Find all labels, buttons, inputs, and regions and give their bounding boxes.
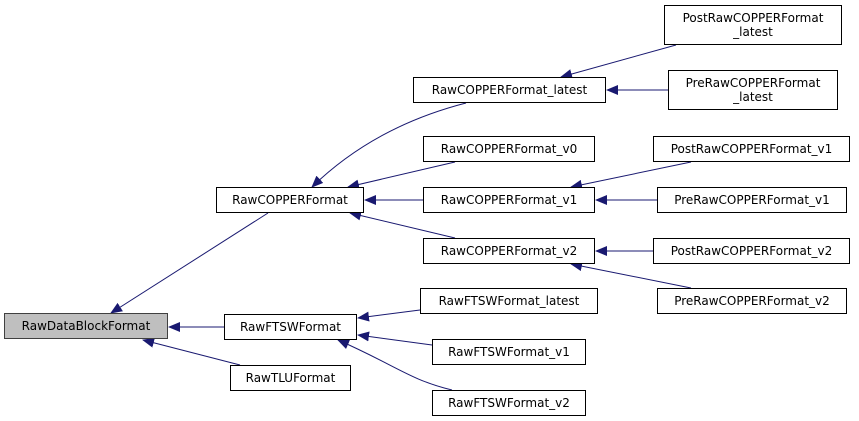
node-raw-tlu-format[interactable]: RawTLUFormat [230,365,351,391]
edge-postlatest-rcflatest [560,44,677,79]
edge-rcf-rdbf [110,212,269,314]
node-raw-data-block-format[interactable]: RawDataBlockFormat [4,313,168,339]
node-raw-copper-format-v0[interactable]: RawCOPPERFormat_v0 [423,136,595,162]
edge-rcflatest-rcf [311,102,467,188]
node-raw-ftsw-format-latest[interactable]: RawFTSWFormat_latest [420,288,598,314]
edge-prev2-rcfv2 [570,261,692,289]
edge-rcfv2-rcf [349,210,456,239]
node-post-raw-copper-format-latest[interactable]: PostRawCOPPERFormat _latest [664,5,842,45]
node-raw-ftsw-format-v1[interactable]: RawFTSWFormat_v1 [432,339,586,365]
edge-rftswv2-rftsw [337,339,453,391]
edge-rtlu-rdbf [142,337,241,366]
node-raw-copper-format[interactable]: RawCOPPERFormat [216,187,364,213]
node-pre-raw-copper-format-v1[interactable]: PreRawCOPPERFormat_v1 [657,187,847,213]
edge-rftswlatest-rftsw [357,309,421,322]
node-pre-raw-copper-format-latest[interactable]: PreRawCOPPERFormat _latest [668,70,838,110]
node-raw-ftsw-format-v2[interactable]: RawFTSWFormat_v2 [432,390,586,416]
node-post-raw-copper-format-v2[interactable]: PostRawCOPPERFormat_v2 [653,238,850,264]
node-raw-copper-format-latest[interactable]: RawCOPPERFormat_latest [413,77,606,103]
node-raw-copper-format-v1[interactable]: RawCOPPERFormat_v1 [423,187,595,213]
edge-rftswv1-rftsw [357,331,433,346]
node-raw-copper-format-v2[interactable]: RawCOPPERFormat_v2 [423,238,595,264]
node-raw-ftsw-format[interactable]: RawFTSWFormat [224,314,357,340]
edge-postv1-rcfv1 [570,161,692,190]
node-pre-raw-copper-format-v2[interactable]: PreRawCOPPERFormat_v2 [657,288,847,314]
edge-rcfv0-rcf [347,161,456,190]
node-post-raw-copper-format-v1[interactable]: PostRawCOPPERFormat_v1 [653,136,850,162]
